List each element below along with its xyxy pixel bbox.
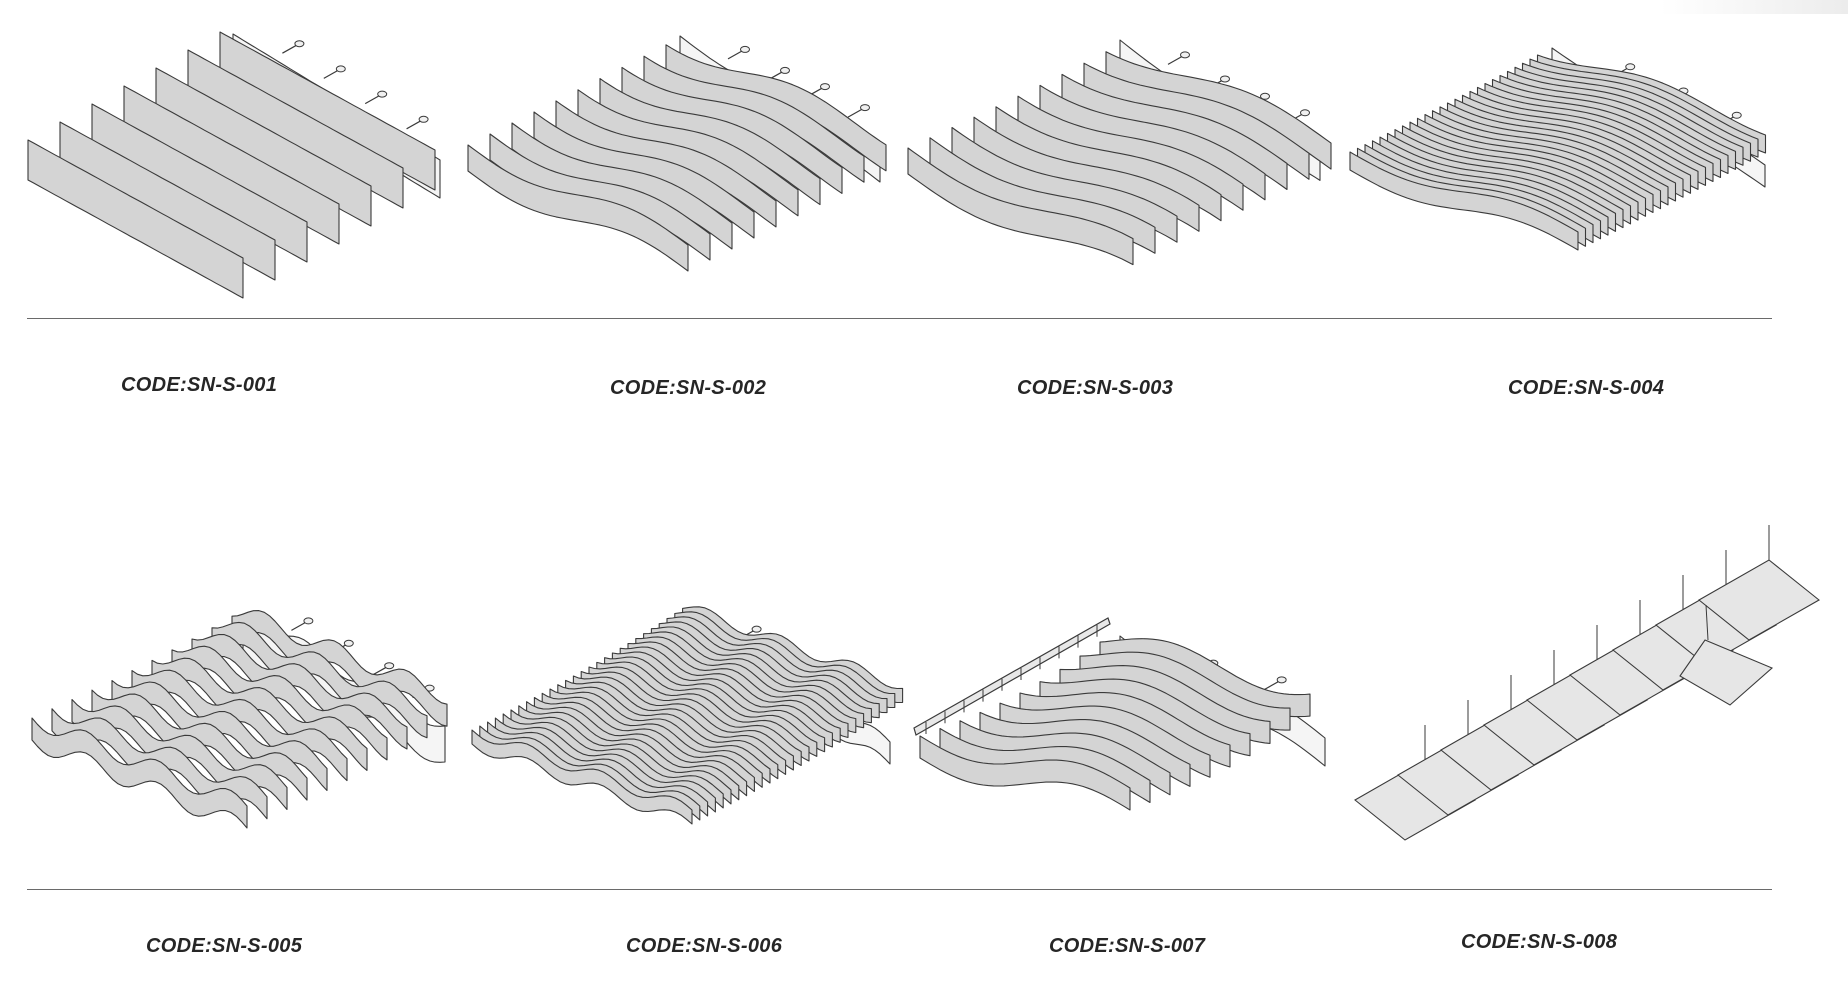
rod-end <box>343 639 354 647</box>
rod-end <box>860 104 870 112</box>
rod-end <box>751 625 762 633</box>
rod-end <box>294 40 305 48</box>
rod-end <box>377 90 388 98</box>
rod-end <box>303 617 314 625</box>
blade <box>907 147 1134 266</box>
blade <box>919 735 1131 811</box>
tilted-panel <box>1679 639 1774 706</box>
rod-end <box>1731 111 1742 119</box>
rod-end <box>418 115 429 123</box>
rod-end <box>1220 75 1230 83</box>
product-code-label: CODE:SN-S-004 <box>1508 377 1665 399</box>
row-divider-top <box>27 318 1772 319</box>
blade <box>467 144 689 272</box>
product-code-label: CODE:SN-S-008 <box>1461 931 1618 953</box>
rod-end <box>820 83 830 91</box>
ceiling-illustration-sn-s-002 <box>467 35 887 272</box>
product-code-label: CODE:SN-S-005 <box>146 935 303 957</box>
product-code-label: CODE:SN-S-007 <box>1049 935 1206 957</box>
blade <box>27 139 244 299</box>
rod-end <box>1300 109 1310 117</box>
tilted-panel <box>1698 559 1820 641</box>
ceiling-illustration-sn-s-008 <box>1354 525 1820 841</box>
rod-end <box>335 65 346 73</box>
rail <box>913 617 1111 736</box>
corner-shade <box>1660 0 1848 14</box>
ceiling-illustration-sn-s-007 <box>913 617 1326 811</box>
product-code-label: CODE:SN-S-001 <box>121 374 278 396</box>
product-code-label: CODE:SN-S-003 <box>1017 377 1174 399</box>
product-code-label: CODE:SN-S-002 <box>610 377 767 399</box>
ceiling-illustration-sn-s-006 <box>471 606 904 825</box>
rod-end <box>1276 676 1287 684</box>
rod-end <box>1180 51 1190 59</box>
ceiling-illustration-sn-s-005 <box>31 610 448 829</box>
row-divider-bottom <box>27 889 1772 890</box>
rod-end <box>780 66 790 74</box>
rod-end <box>384 662 395 670</box>
blade <box>31 717 248 829</box>
ceiling-illustration-sn-s-001 <box>27 31 441 299</box>
ceiling-illustration-sn-s-003 <box>907 39 1332 266</box>
hanger-wire <box>1705 604 1709 641</box>
rod-end <box>1625 63 1636 71</box>
product-code-label: CODE:SN-S-006 <box>626 935 783 957</box>
blade <box>1349 151 1579 251</box>
rod-end <box>740 45 750 53</box>
rod-end <box>1260 92 1270 100</box>
blade <box>471 729 693 825</box>
ceiling-illustration-sn-s-004 <box>1349 47 1767 251</box>
